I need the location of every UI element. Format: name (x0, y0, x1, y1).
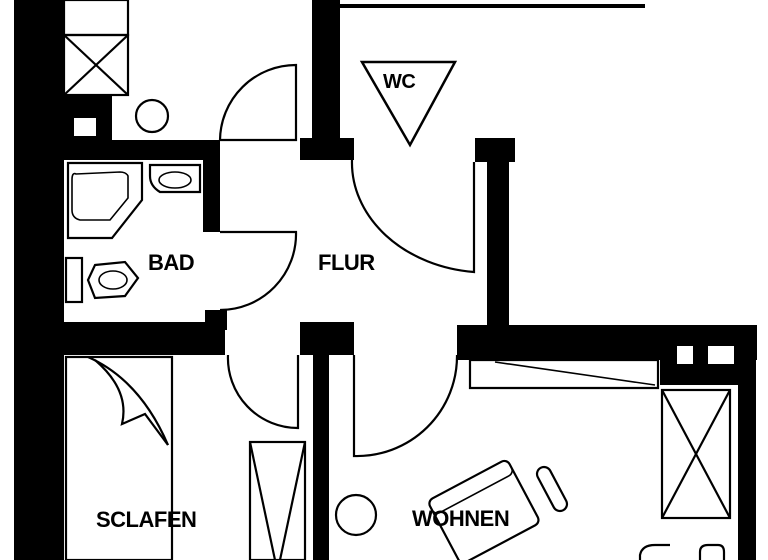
toilet-seat (98, 270, 128, 290)
washbasin-bowl (158, 171, 192, 189)
toilet-tank (64, 256, 84, 304)
room-label-bad: BAD (148, 250, 194, 275)
room-label-wc: WC (383, 71, 415, 93)
wardrobe-schlafen (64, 355, 174, 560)
wall-bath-bottom (60, 322, 225, 355)
wall-right-outer (738, 325, 756, 560)
wall-bath-right-upper (203, 155, 220, 232)
door-schlafen-swing (226, 354, 300, 430)
wall-wohnen-top-ledge (660, 355, 752, 385)
shaft-x-right (660, 388, 732, 520)
wall-wohnen-left-cap (300, 322, 354, 355)
vent-small-left (74, 118, 96, 136)
room-label-schlafen: SCLAFEN (96, 507, 196, 532)
room-label-wohnen: WOHNEN (412, 506, 509, 531)
floor-lamp-circle (334, 493, 378, 537)
wall-central-top (312, 0, 340, 145)
shaft-x-upper-left (62, 33, 130, 97)
cabinet-upper-left (62, 0, 130, 37)
wall-bath-bottom-stub (205, 310, 227, 330)
wall-wohnen-left (313, 350, 329, 560)
radiator-top (468, 358, 660, 390)
vent-right-1 (677, 346, 693, 364)
wall-central-top-foot (300, 138, 354, 160)
door-wc-swing (350, 159, 476, 274)
door-kitchen-swing (218, 63, 298, 142)
wall-left-outer (14, 0, 64, 560)
wall-top-window-line (340, 4, 645, 8)
room-label-flur: FLUR (318, 250, 375, 275)
bathtub-corner (66, 161, 144, 240)
washbasin (148, 163, 202, 194)
wardrobe-door-left (87, 355, 170, 446)
kitchen-drain-circle (134, 98, 170, 134)
sofa-corner-left (638, 543, 670, 560)
door-wohnen-swing (352, 354, 459, 458)
wall-flur-right (487, 138, 509, 328)
wall-wohnen-top (457, 325, 757, 360)
sofa-corner-right (698, 543, 726, 560)
wardrobe-door-right (94, 359, 169, 446)
armchair (428, 459, 540, 560)
window-sill-diagonal (494, 361, 656, 386)
toilet-bowl (86, 260, 140, 300)
vent-right-2 (708, 346, 734, 364)
wc-symbol (359, 60, 458, 148)
bathtub-inner (71, 171, 129, 221)
walls (14, 0, 757, 560)
door-bad-swing (219, 230, 298, 312)
closet-vertical (248, 440, 307, 560)
side-table-oval (535, 465, 569, 513)
wall-bath-top (60, 140, 220, 160)
